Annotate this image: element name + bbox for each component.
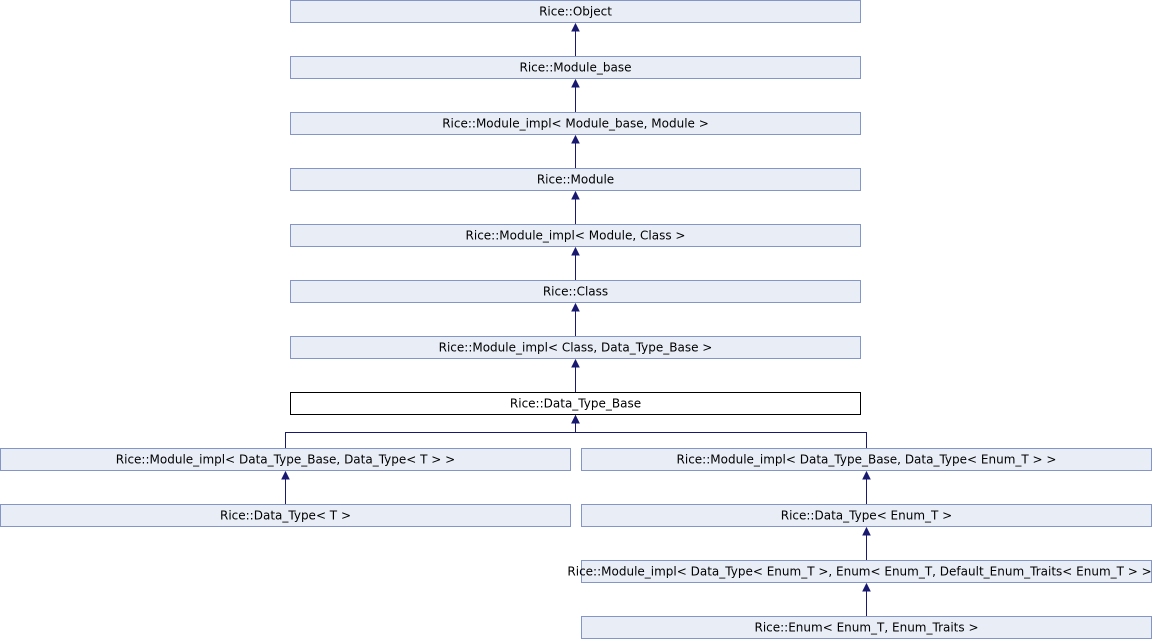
class-node-object[interactable]: Rice::Object	[290, 0, 861, 23]
class-node-data-type-base: Rice::Data_Type_Base	[290, 392, 861, 415]
class-label: Rice::Module_impl< Data_Type< Enum_T >, …	[567, 565, 1152, 579]
class-box	[0, 448, 571, 471]
arrowhead-icon	[862, 526, 871, 536]
class-box	[290, 392, 861, 415]
arrowhead-icon	[571, 302, 580, 312]
arrowhead-icon	[571, 190, 580, 200]
class-box	[0, 504, 571, 527]
edge-module-impl-dtb-dt-t-to-data-type-base	[285, 422, 576, 448]
class-label: Rice::Module	[537, 173, 614, 187]
arrowhead-icon	[571, 246, 580, 256]
class-label: Rice::Class	[543, 285, 608, 299]
class-node-module-base[interactable]: Rice::Module_base	[290, 56, 861, 79]
class-node-module-impl-class-dtb[interactable]: Rice::Module_impl< Class, Data_Type_Base…	[290, 336, 861, 359]
class-node-class[interactable]: Rice::Class	[290, 280, 861, 303]
class-label: Rice::Data_Type< Enum_T >	[781, 509, 953, 523]
arrowhead-icon	[571, 414, 580, 424]
arrowhead-icon	[862, 470, 871, 480]
class-node-enum[interactable]: Rice::Enum< Enum_T, Enum_Traits >	[581, 616, 1152, 639]
class-box	[290, 112, 861, 135]
class-label: Rice::Object	[539, 5, 612, 19]
class-label: Rice::Data_Type< T >	[220, 509, 351, 523]
class-label: Rice::Data_Type_Base	[510, 397, 641, 411]
class-label: Rice::Module_impl< Class, Data_Type_Base…	[439, 341, 713, 355]
class-node-module-impl-module-base-module[interactable]: Rice::Module_impl< Module_base, Module >	[290, 112, 861, 135]
arrowhead-icon	[571, 22, 580, 32]
class-node-module-impl-dt-enum-enum[interactable]: Rice::Module_impl< Data_Type< Enum_T >, …	[567, 560, 1152, 583]
class-label: Rice::Enum< Enum_T, Enum_Traits >	[754, 621, 978, 635]
edges-layer	[281, 22, 871, 616]
class-node-module-impl-dtb-dt-enum[interactable]: Rice::Module_impl< Data_Type_Base, Data_…	[581, 448, 1152, 471]
edge-module-impl-dtb-dt-enum-to-data-type-base	[575, 422, 867, 448]
class-label: Rice::Module_impl< Module_base, Module >	[442, 117, 709, 131]
class-box	[290, 336, 861, 359]
arrowhead-icon	[571, 358, 580, 368]
class-label: Rice::Module_impl< Data_Type_Base, Data_…	[677, 453, 1057, 467]
class-label: Rice::Module_impl< Data_Type_Base, Data_…	[116, 453, 455, 467]
class-label: Rice::Module_impl< Module, Class >	[466, 229, 686, 243]
class-node-data-type-enum[interactable]: Rice::Data_Type< Enum_T >	[581, 504, 1152, 527]
class-node-module[interactable]: Rice::Module	[290, 168, 861, 191]
class-box	[290, 56, 861, 79]
class-box	[290, 224, 861, 247]
class-label: Rice::Module_base	[520, 61, 632, 75]
arrowhead-icon	[571, 78, 580, 88]
arrowhead-icon	[862, 582, 871, 592]
class-box	[290, 280, 861, 303]
class-node-module-impl-module-class[interactable]: Rice::Module_impl< Module, Class >	[290, 224, 861, 247]
class-box	[290, 0, 861, 23]
class-box	[290, 168, 861, 191]
arrowhead-icon	[281, 470, 290, 480]
class-node-data-type-t[interactable]: Rice::Data_Type< T >	[0, 504, 571, 527]
class-node-module-impl-dtb-dt-t[interactable]: Rice::Module_impl< Data_Type_Base, Data_…	[0, 448, 571, 471]
arrowhead-icon	[571, 134, 580, 144]
